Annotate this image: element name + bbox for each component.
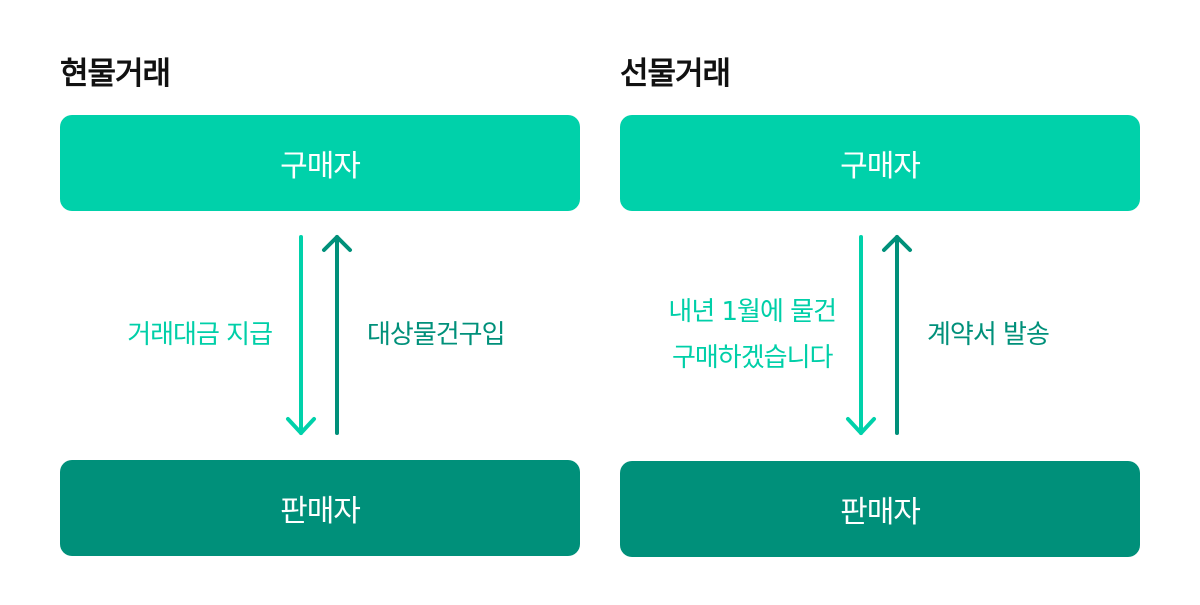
arrows bbox=[846, 235, 912, 435]
buyer-box: 구매자 bbox=[620, 115, 1140, 211]
up-arrow bbox=[882, 235, 912, 435]
spot-trade-panel: 현물거래 구매자 거래대금 지급 대상물건구입 판매자 bbox=[60, 0, 580, 605]
order-label-line: 내년 1월에 물건 bbox=[668, 297, 837, 327]
down-arrow bbox=[286, 235, 316, 435]
panel-title: 현물거래 bbox=[60, 56, 171, 92]
payment-label-line: 거래대금 지급 bbox=[127, 320, 273, 350]
panel-title: 선물거래 bbox=[620, 56, 731, 92]
goods-label: 대상물건구입 bbox=[367, 320, 506, 350]
buyer-box: 구매자 bbox=[60, 115, 580, 211]
payment-label: 거래대금 지급 bbox=[127, 312, 273, 358]
seller-box: 판매자 bbox=[60, 460, 580, 556]
contract-label: 계약서 발송 bbox=[927, 320, 1050, 350]
order-label-line: 구매하겠습니다 bbox=[671, 343, 833, 373]
order-label: 내년 1월에 물건 구매하겠습니다 bbox=[668, 289, 837, 381]
futures-trade-panel: 선물거래 구매자 내년 1월에 물건 구매하겠습니다 계약서 발송 판매자 bbox=[620, 0, 1140, 605]
up-arrow bbox=[322, 235, 352, 435]
arrows bbox=[286, 235, 352, 435]
seller-box: 판매자 bbox=[620, 461, 1140, 557]
down-arrow bbox=[846, 235, 876, 435]
